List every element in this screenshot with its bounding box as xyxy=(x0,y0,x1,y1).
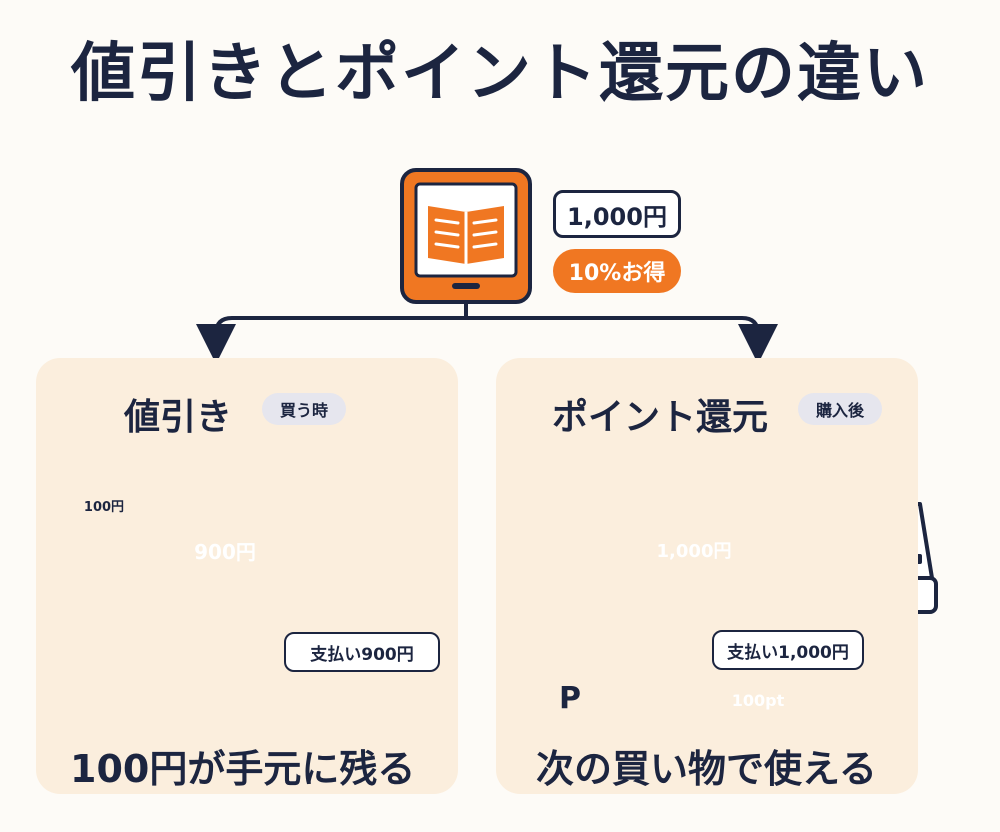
discount-panel: 値引き 買う時 100円が手元に残る xyxy=(36,358,458,794)
wallet-coin-label: 100円 xyxy=(83,499,125,515)
points-panel: ポイント還元 購入後 次の買い物で使える xyxy=(496,358,918,794)
discount-payment-label: 支払い900円 xyxy=(284,632,440,672)
branch-arrows xyxy=(196,300,778,364)
discount-timing-badge: 買う時 xyxy=(262,393,347,425)
discount-result: 100円が手元に残る xyxy=(70,747,416,791)
points-result: 次の買い物で使える xyxy=(536,747,877,791)
price-badge: 1,000円 xyxy=(553,190,681,238)
points-timing-badge: 購入後 xyxy=(798,393,883,425)
points-payment-label: 支払い1,000円 xyxy=(712,630,864,670)
deal-badge: 10%お得 xyxy=(553,249,681,293)
points-title: ポイント還元 xyxy=(552,397,769,438)
discount-title: 値引き xyxy=(124,397,233,438)
point-p-icon: P xyxy=(559,680,581,716)
point-coin-label: 100pt xyxy=(731,690,785,710)
points-flow-coin-label: 1,000円 xyxy=(656,541,732,562)
discount-flow-coin-label: 900円 xyxy=(194,539,256,564)
tablet-book-icon xyxy=(400,168,532,304)
page-title: 値引きとポイント還元の違い xyxy=(71,37,929,111)
